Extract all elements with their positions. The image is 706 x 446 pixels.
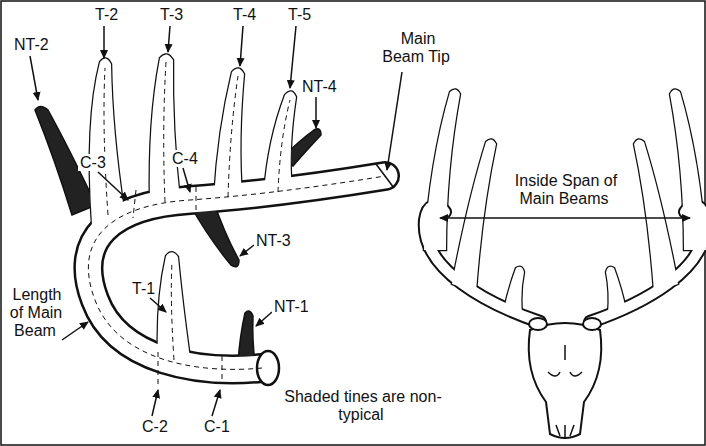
- part-label: C-1: [202, 418, 232, 436]
- part-label: Inside Span of Main Beams: [495, 172, 635, 208]
- part-label: NT-4: [300, 78, 339, 96]
- part-label: NT-2: [12, 36, 51, 54]
- label-text: C-4: [170, 150, 200, 167]
- label-text: T-3: [158, 6, 185, 23]
- part-label: Length of Main Beam: [8, 286, 64, 340]
- label-text: Shaded tines are non-typical: [282, 388, 441, 423]
- part-label: C-2: [140, 418, 170, 436]
- label-text: NT-4: [300, 78, 339, 95]
- part-label: T-4: [231, 6, 258, 24]
- part-label: C-3: [78, 154, 108, 172]
- part-label: NT-3: [254, 232, 293, 250]
- label-text: C-3: [78, 154, 108, 171]
- part-label: T-5: [286, 6, 313, 24]
- label-text: NT-3: [254, 232, 293, 249]
- label-text: T-5: [286, 6, 313, 23]
- part-label: T-1: [130, 280, 157, 298]
- part-label: NT-1: [272, 298, 311, 316]
- label-text: Length of Main Beam: [10, 286, 62, 339]
- label-text: NT-1: [272, 298, 311, 315]
- label-text: T-1: [130, 280, 157, 297]
- label-text: Inside Span of Main Beams: [513, 172, 617, 207]
- part-label: Shaded tines are non-typical: [282, 388, 442, 424]
- label-text: T-4: [231, 6, 258, 23]
- part-label: Main Beam Tip: [382, 30, 452, 66]
- part-label: T-2: [93, 6, 120, 24]
- label-text: NT-2: [12, 36, 51, 53]
- part-label: C-4: [170, 150, 200, 168]
- label-text: C-2: [140, 418, 170, 435]
- label-text: Main Beam Tip: [382, 30, 452, 65]
- label-text: C-1: [202, 418, 232, 435]
- part-label: T-3: [158, 6, 185, 24]
- label-text: T-2: [93, 6, 120, 23]
